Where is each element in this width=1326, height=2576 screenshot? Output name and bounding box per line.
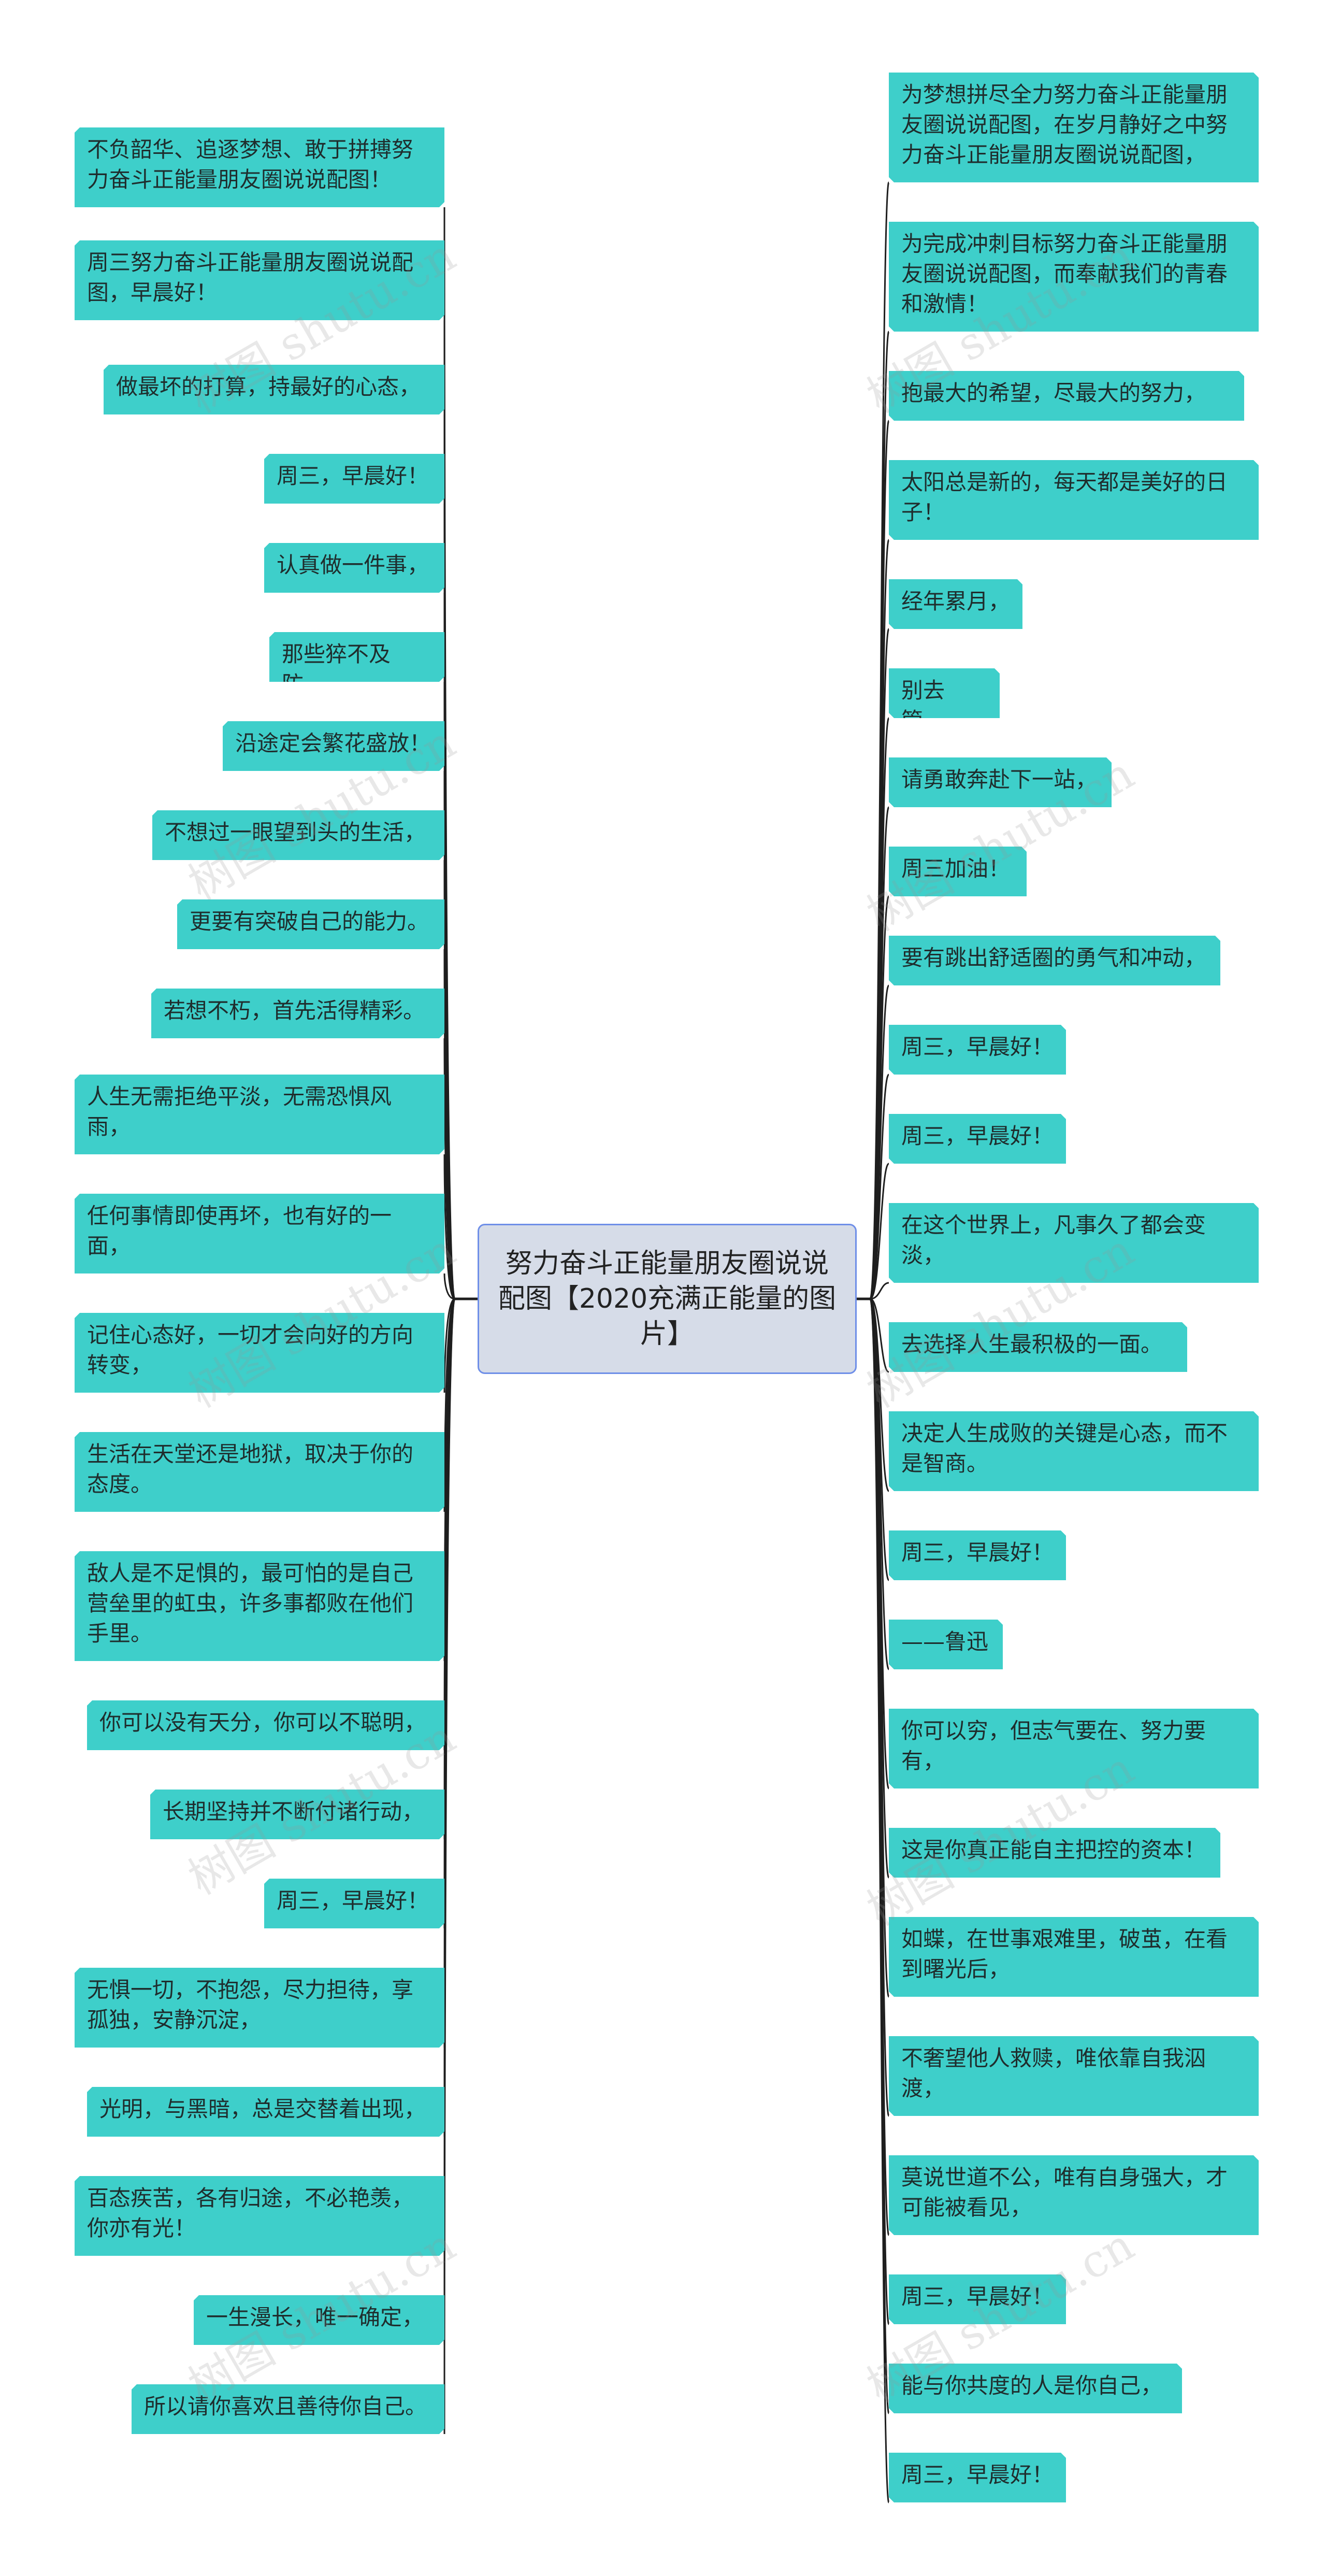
right-branch-node[interactable]: 周三，早晨好！ [889,1530,1066,1580]
left-branch-node[interactable]: 任何事情即使再坏，也有好的一面， [75,1194,444,1273]
right-branch-node[interactable]: 别去管， [889,668,1000,718]
right-branch-node[interactable]: 决定人生成败的关键是心态，而不是智商。 [889,1411,1259,1491]
right-branch-node[interactable]: 经年累月， [889,579,1022,629]
central-topic-label: 努力奋斗正能量朋友圈说说配图【2020充满正能量的图片】 [498,1248,837,1350]
left-branch-node[interactable]: 周三努力奋斗正能量朋友圈说说配图，早晨好！ [75,240,444,320]
left-branch-node[interactable]: 所以请你喜欢且善待你自己。 [132,2384,444,2434]
right-branch-node[interactable]: 如蝶，在世事艰难里，破茧，在看到曙光后， [889,1917,1259,1997]
left-branch-node[interactable]: 不想过一眼望到头的生活， [152,810,444,860]
right-branch-node[interactable]: ——鲁迅 [889,1620,1003,1669]
branch-curve [443,1273,455,1300]
left-branch-node[interactable]: 长期坚持并不断付诸行动， [150,1790,444,1839]
right-branch-node[interactable]: 周三，早晨好！ [889,1114,1066,1164]
right-branch-node[interactable]: 在这个世界上，凡事久了都会变淡， [889,1203,1259,1283]
left-branch-node[interactable]: 若想不朽，首先活得精彩。 [151,989,444,1038]
left-branch-node[interactable]: 认真做一件事， [264,543,444,593]
branch-curve [870,1163,890,1300]
right-branch-node[interactable]: 你可以穷，但志气要在、努力要有， [889,1709,1259,1788]
branch-curve [443,1154,456,1300]
left-branch-node[interactable]: 生活在天堂还是地狱，取决于你的态度。 [75,1432,444,1512]
right-branch-node[interactable]: 为完成冲刺目标努力奋斗正能量朋友圈说说配图，而奉献我们的青春和激情！ [889,222,1259,332]
branch-curve [443,1038,456,1300]
left-branch-node[interactable]: 沿途定会繁花盛放！ [223,721,444,771]
left-branch-node[interactable]: 你可以没有天分，你可以不聪明， [87,1700,444,1750]
right-branch-node[interactable]: 莫说世道不公，唯有自身强大，才可能被看见， [889,2155,1259,2235]
right-branch-node[interactable]: 这是你真正能自主把控的资本！ [889,1828,1220,1878]
left-branch-node[interactable]: 一生漫长，唯一确定， [194,2295,444,2345]
left-branch-node[interactable]: 不负韶华、追逐梦想、敢于拼搏努力奋斗正能量朋友圈说说配图！ [75,127,444,207]
branch-curve [443,1298,455,1393]
left-branch-node[interactable]: 光明，与黑暗，总是交替着出现， [87,2087,444,2137]
branch-curve [869,1298,890,2503]
right-branch-node[interactable]: 周三，早晨好！ [889,2453,1066,2502]
right-branch-node[interactable]: 抱最大的希望，尽最大的努力， [889,371,1244,421]
branch-curve [869,1074,890,1300]
left-branch-node[interactable]: 周三，早晨好！ [264,454,444,504]
left-branch-node[interactable]: 人生无需拒绝平淡，无需恐惧风雨， [75,1075,444,1154]
left-branch-node[interactable]: 百态疾苦，各有归途，不必艳羡，你亦有光！ [75,2176,444,2256]
left-branch-node[interactable]: 做最坏的打算，持最好的心态， [104,365,444,414]
right-branch-node[interactable]: 周三，早晨好！ [889,1025,1066,1075]
right-branch-node[interactable]: 周三，早晨好！ [889,2274,1066,2324]
left-branch-node[interactable]: 更要有突破自己的能力。 [177,899,444,949]
right-branch-node[interactable]: 要有跳出舒适圈的勇气和冲动， [889,936,1220,985]
left-branch-node[interactable]: 无惧一切，不抱怨，尽力担待，享孤独，安静沉淀， [75,1968,444,2048]
right-branch-node[interactable]: 能与你共度的人是你自己， [889,2364,1182,2413]
right-branch-node[interactable]: 周三加油！ [889,847,1027,896]
right-branch-node[interactable]: 请勇敢奔赴下一站， [889,757,1112,807]
branch-curve [443,1298,456,2435]
right-branch-node[interactable]: 去选择人生最积极的一面。 [889,1322,1187,1372]
central-topic[interactable]: 努力奋斗正能量朋友圈说说配图【2020充满正能量的图片】 [478,1224,857,1374]
left-branch-node[interactable]: 记住心态好，一切才会向好的方向转变， [75,1313,444,1393]
right-branch-node[interactable]: 为梦想拼尽全力努力奋斗正能量朋友圈说说配图，在岁月静好之中努力奋斗正能量朋友圈说… [889,73,1259,182]
left-branch-node[interactable]: 那些猝不及防， [269,632,444,682]
branch-curve [870,1298,889,1373]
left-branch-node[interactable]: 敌人是不足惧的，最可怕的是自己营垒里的虹虫，许多事都败在他们手里。 [75,1551,444,1661]
branch-curve [443,1298,456,1512]
right-branch-node[interactable]: 太阳总是新的，每天都是美好的日子！ [889,460,1259,540]
branch-curve [870,1282,889,1300]
right-branch-node[interactable]: 不奢望他人救赎，唯依靠自我泅渡， [889,2036,1259,2116]
left-branch-node[interactable]: 周三，早晨好！ [264,1879,444,1928]
